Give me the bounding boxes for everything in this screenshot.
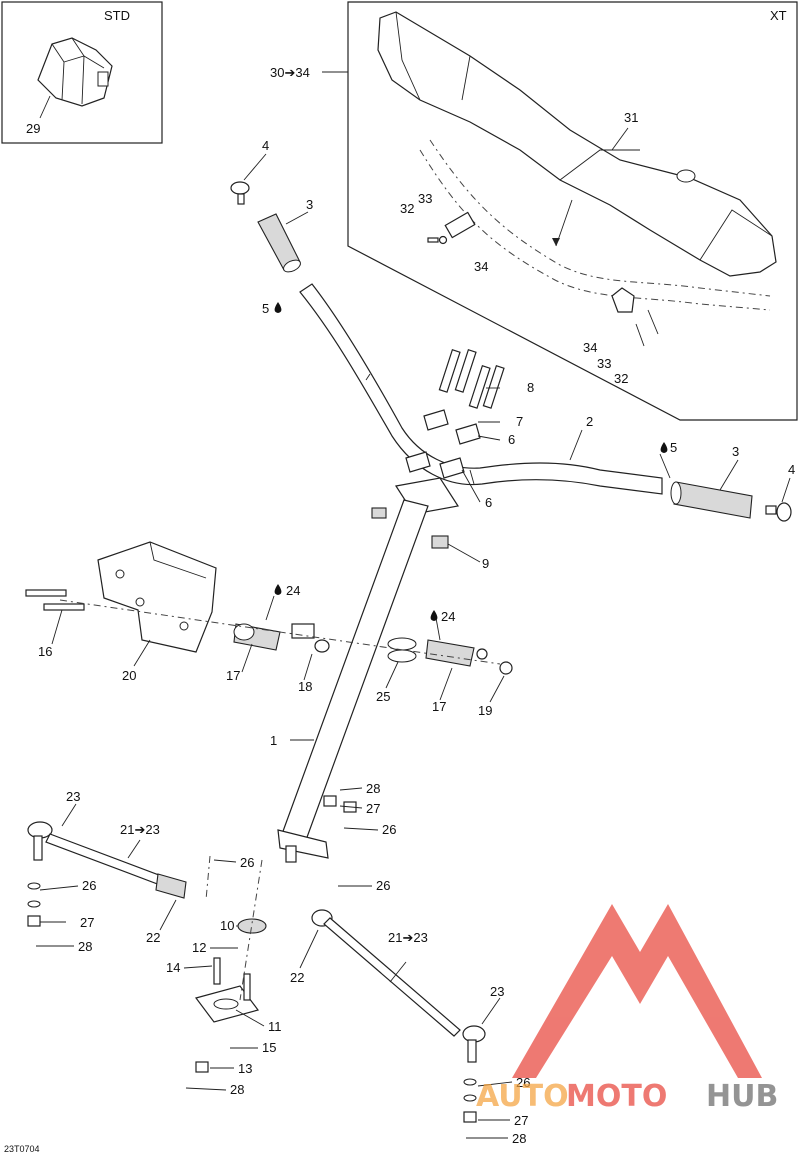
label-6-lower: 6 [485, 495, 492, 510]
label-28-bottom: 28 [512, 1131, 526, 1146]
parts-32-33-34-left [427, 211, 476, 245]
label-28-mid: 28 [230, 1082, 244, 1097]
label-32-left: 32 [400, 201, 414, 216]
watermark-triangle-icon [512, 904, 762, 1078]
label-1: 1 [270, 733, 277, 748]
part-11-plates [194, 985, 260, 1023]
part-19-nut [499, 661, 513, 675]
oil-drop-icon-24b [430, 610, 438, 621]
watermark-moto: MOTO [566, 1079, 667, 1114]
label-17-left: 17 [226, 668, 240, 683]
label-26-left: 26 [82, 878, 96, 893]
label-18: 18 [298, 679, 312, 694]
parts-6-7-8-clamps-bolts [371, 348, 505, 549]
label-23-right: 23 [490, 984, 504, 999]
part-2-handlebar [299, 283, 663, 495]
part-3-grip-left [257, 213, 301, 273]
label-11: 11 [268, 1019, 282, 1034]
part-14-bolts [213, 957, 251, 1001]
label-28-top: 28 [366, 781, 380, 796]
part-3-grip-right [670, 481, 753, 519]
label-30-34: 30➔34 [270, 65, 310, 80]
std-inset-box: STD 29 [1, 1, 163, 144]
part-number-labels: 4 3 5 8 7 6 2 5 3 4 6 9 24 24 16 20 17 1… [38, 138, 795, 1146]
label-2: 2 [586, 414, 593, 429]
part-29-hand-guard-cover [37, 37, 113, 107]
part-21-23-tie-rod-right [311, 909, 486, 1063]
label-31: 31 [624, 110, 638, 125]
label-21-23-right: 21➔23 [388, 930, 428, 945]
label-27-bottom: 27 [514, 1113, 528, 1128]
label-28-left: 28 [78, 939, 92, 954]
part-4-bar-end-right [765, 502, 792, 522]
oil-drop-icon-5a [274, 302, 282, 313]
label-24-right: 24 [441, 609, 455, 624]
label-4-right: 4 [788, 462, 795, 477]
label-4-left: 4 [262, 138, 269, 153]
label-26-mid: 26 [240, 855, 254, 870]
oil-drop-icon-5b [660, 442, 668, 453]
std-box-title: STD [104, 8, 130, 23]
label-24-left: 24 [286, 583, 300, 598]
label-17-right: 17 [432, 699, 446, 714]
part-1-steering-column [277, 499, 429, 863]
label-21-23-left: 21➔23 [120, 822, 160, 837]
part-10-bearing [237, 918, 267, 934]
label-14: 14 [166, 960, 180, 975]
label-26-right-mid: 26 [376, 878, 390, 893]
label-3-right: 3 [732, 444, 739, 459]
label-27-top: 27 [366, 801, 380, 816]
part-17-tie-rod-arm-left [233, 623, 281, 651]
xt-box-title: XT [770, 8, 787, 23]
label-3-left: 3 [306, 197, 313, 212]
part-16-bolts [25, 589, 85, 611]
parts-32-33-34-right [611, 287, 659, 347]
part-31-hand-guard [377, 11, 777, 277]
part-4-bar-end-left [230, 181, 250, 205]
diagram-code: 23T0704 [4, 1144, 40, 1154]
label-27-left: 27 [80, 915, 94, 930]
label-34-right: 34 [583, 340, 597, 355]
label-29: 29 [26, 121, 40, 136]
label-6-upper: 6 [508, 432, 515, 447]
label-34-left: 34 [474, 259, 488, 274]
label-25: 25 [376, 689, 390, 704]
label-5-left: 5 [262, 301, 269, 316]
label-33-left: 33 [418, 191, 432, 206]
label-26-top: 26 [382, 822, 396, 837]
label-12: 12 [192, 940, 206, 955]
watermark-logo: AUTO MOTO HUB [476, 904, 778, 1114]
label-22-right: 22 [290, 970, 304, 985]
label-15: 15 [262, 1040, 276, 1055]
label-8: 8 [527, 380, 534, 395]
label-7: 7 [516, 414, 523, 429]
label-16: 16 [38, 644, 52, 659]
label-33-right: 33 [597, 356, 611, 371]
label-20: 20 [122, 668, 136, 683]
label-9: 9 [482, 556, 489, 571]
label-19: 19 [478, 703, 492, 718]
part-20-bracket [97, 541, 217, 653]
label-22-left: 22 [146, 930, 160, 945]
leader-lines-lower [36, 787, 513, 1139]
xt-inset-box: XT 30➔34 31 32 33 [270, 1, 798, 421]
watermark-hub: HUB [706, 1079, 778, 1114]
label-5-right: 5 [670, 440, 677, 455]
label-10: 10 [220, 918, 234, 933]
label-23-left: 23 [66, 789, 80, 804]
watermark-auto: AUTO [476, 1079, 569, 1114]
oil-drop-icon-24a [274, 584, 282, 595]
part-17-tie-rod-arm-right [425, 639, 488, 667]
leader-lines [51, 153, 791, 703]
part-21-23-tie-rod-left [27, 821, 187, 899]
label-26-bottom: 26 [516, 1075, 530, 1090]
part-18-spacer [291, 623, 330, 653]
label-32-right: 32 [614, 371, 628, 386]
label-13: 13 [238, 1061, 252, 1076]
